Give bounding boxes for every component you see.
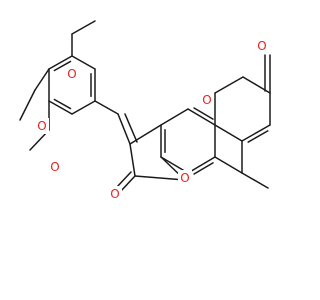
furanone-ring-oxygen: O (178, 170, 192, 186)
methoxy-oxygen-bottom: O (48, 159, 62, 175)
bond-pyr-4-inner (247, 130, 269, 143)
bond-aryl-3 (48, 55, 73, 70)
furanone-carbonyl-oxygen-label: O (110, 187, 119, 201)
bond-fur-carbonyl-2 (115, 171, 132, 189)
methoxy-oxygen-bottom-label: O (50, 160, 59, 174)
bond-aryl-5-inner (53, 98, 72, 110)
pyranone-carbonyl-oxygen-label: O (257, 39, 266, 53)
bond-methyl (241, 172, 269, 189)
bond-pyr-3 (214, 124, 243, 142)
bond-benzene-6-inner (193, 107, 214, 120)
bond-aryl-6 (71, 100, 96, 115)
bond-ome-mid-2 (19, 89, 36, 121)
bond-exo-2 (124, 113, 138, 143)
methoxy-oxygen-top: O (65, 66, 79, 82)
bond-benzene-2-inner (193, 162, 214, 175)
molecule-structure: O O O O O O O (19, 20, 271, 202)
bond-ch-aryl (94, 100, 119, 115)
bond-benzene-2 (187, 156, 216, 174)
furanone-ring-oxygen-label: O (180, 171, 189, 185)
bond-pyr-1 (214, 156, 243, 174)
methoxy-oxygen-middle: O (35, 118, 49, 134)
methoxy-oxygen-middle-label: O (37, 119, 46, 133)
bond-layer (19, 20, 271, 193)
pyranone-carbonyl-oxygen: O (255, 38, 269, 54)
bond-pyr-7 (214, 76, 244, 94)
bond-fur-4 (129, 124, 162, 145)
bond-aryl-5 (48, 100, 73, 115)
furanone-carbonyl-oxygen: O (108, 186, 122, 202)
bond-ome-top-2 (71, 20, 96, 35)
bond-benzene-6 (187, 108, 216, 126)
bond-aryl-2 (71, 55, 96, 70)
bond-pyr-4 (241, 124, 271, 142)
bond-ome-mid-1 (34, 68, 50, 91)
bond-pyr-6 (242, 76, 271, 94)
bond-fur-2 (134, 175, 186, 181)
pyranone-ring-oxygen: O (200, 92, 214, 108)
bond-fur-carbonyl (119, 175, 136, 193)
bond-benzene-5 (160, 108, 189, 126)
pyranone-ring-oxygen-label: O (202, 93, 211, 107)
bond-exo (117, 113, 131, 145)
methoxy-oxygen-top-label: O (67, 67, 76, 81)
atom-label-layer: O O O O O O O (35, 38, 269, 202)
bond-fur-3 (129, 143, 136, 177)
bond-aryl-3-inner (53, 60, 72, 72)
